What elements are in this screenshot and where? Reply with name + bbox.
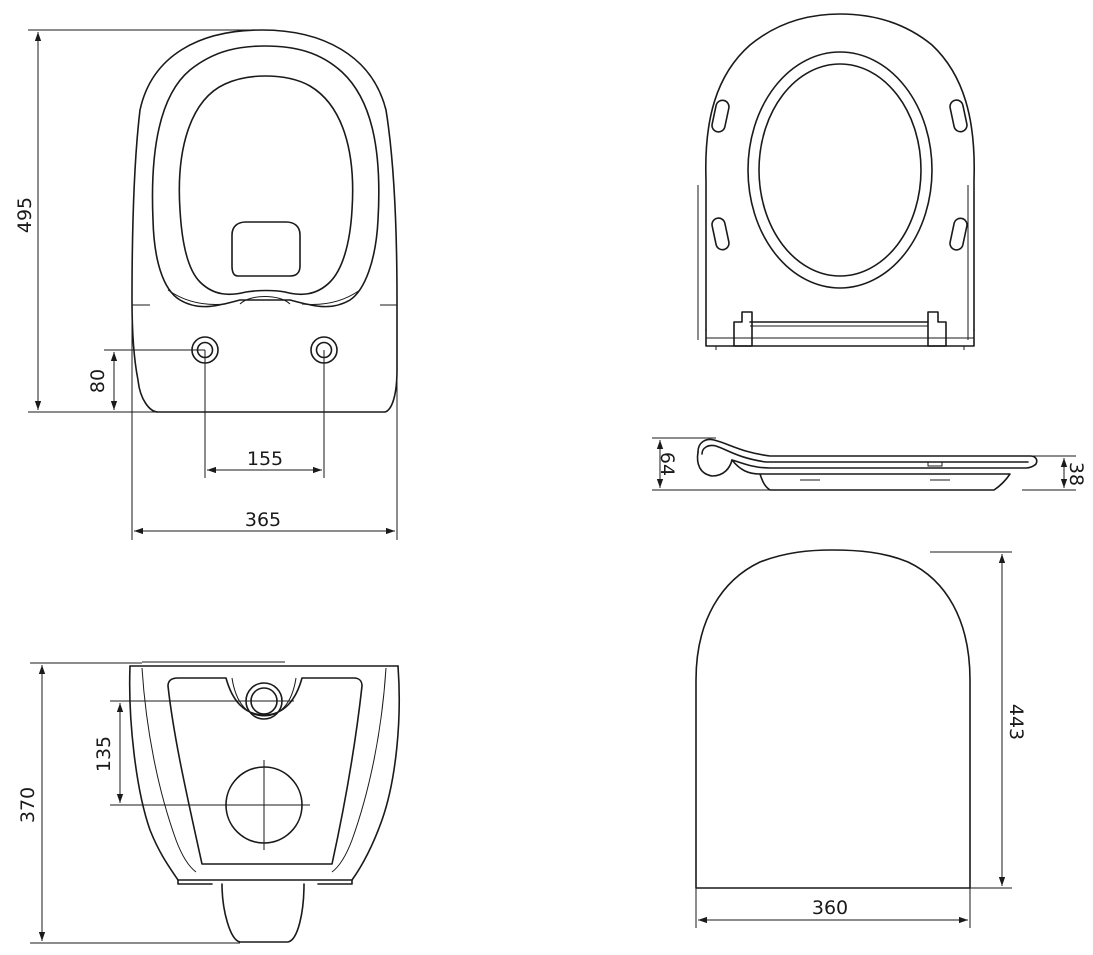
dimension-seat-width: 360 (812, 897, 848, 919)
seat-top-view (697, 13, 976, 350)
dimension-bowl-width: 365 (245, 509, 281, 531)
dimension-fixing-spacing: 155 (247, 448, 283, 470)
bowl-rear-view (30, 661, 400, 944)
dimension-seat-height-hinge: 64 (656, 452, 678, 476)
dimension-outlet-offset: 135 (93, 736, 115, 772)
dimension-fixing-height: 80 (87, 369, 109, 393)
seat-side-view (652, 437, 1076, 491)
dimension-back-height: 370 (17, 787, 39, 823)
dimension-seat-length: 443 (1005, 704, 1027, 740)
bowl-top-view (28, 29, 398, 540)
dimension-seat-thickness: 38 (1065, 462, 1087, 486)
lid-top-view (695, 549, 1012, 928)
dimension-bowl-length: 495 (14, 197, 36, 233)
